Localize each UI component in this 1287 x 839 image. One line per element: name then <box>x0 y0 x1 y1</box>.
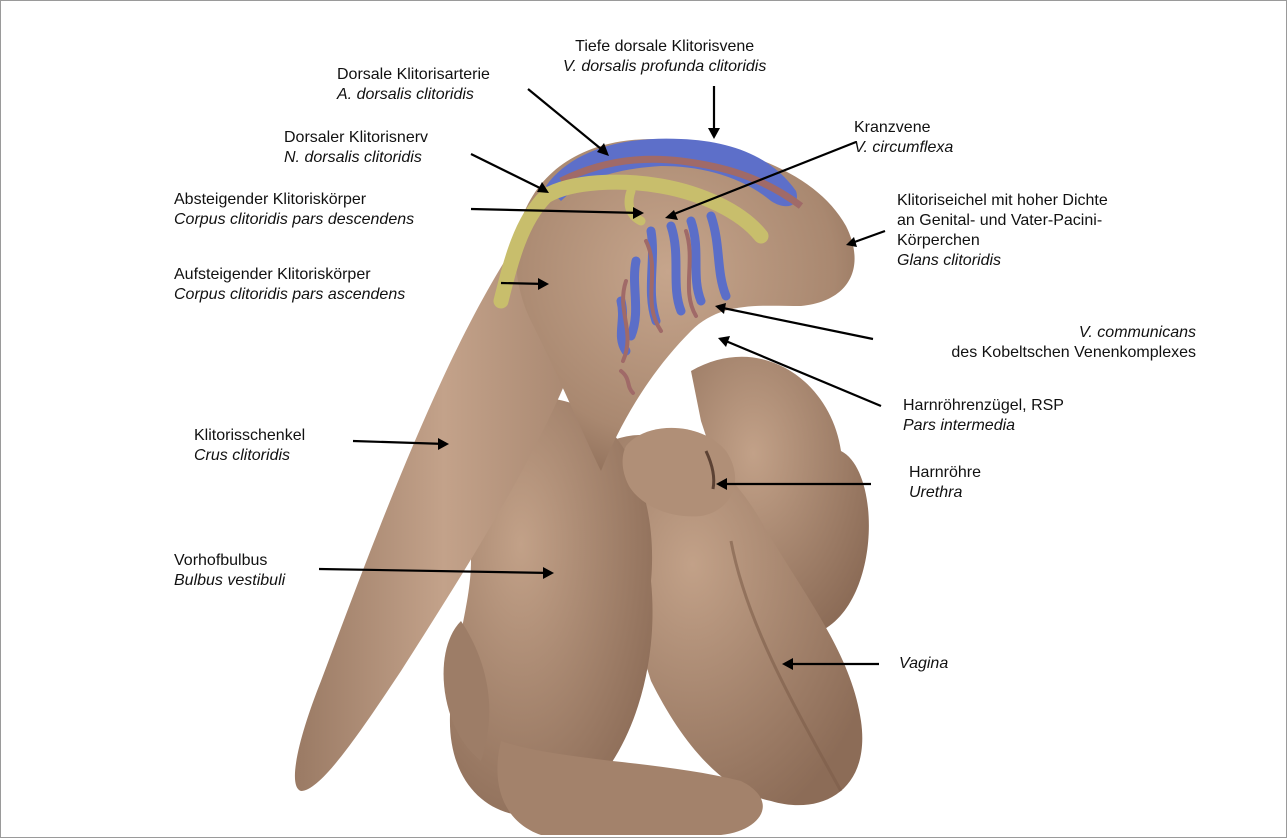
label-dorsal-artery-la: A. dorsalis clitoridis <box>337 85 490 105</box>
label-glans-la: Glans clitoridis <box>897 251 1108 271</box>
label-dorsal-nerve: Dorsaler Klitorisnerv N. dorsalis clitor… <box>284 128 428 168</box>
label-pars-intermedia-de: Harnröhrenzügel, RSP <box>903 396 1064 416</box>
label-dorsal-nerve-la: N. dorsalis clitoridis <box>284 148 428 168</box>
label-vagina: Vagina <box>899 654 948 674</box>
label-glans-de1: Klitoriseichel mit hoher Dichte <box>897 191 1108 211</box>
label-pars-ascendens: Aufsteigender Klitoriskörper Corpus clit… <box>174 265 405 305</box>
label-pars-intermedia-la: Pars intermedia <box>903 416 1064 436</box>
label-bulbus: Vorhofbulbus Bulbus vestibuli <box>174 551 285 591</box>
label-dorsal-artery-de: Dorsale Klitorisarterie <box>337 65 490 85</box>
label-communicans: V. communicans des Kobeltschen Venenkomp… <box>951 323 1196 363</box>
label-pars-descendens-la: Corpus clitoridis pars descendens <box>174 210 414 230</box>
label-crus-de: Klitorisschenkel <box>194 426 305 446</box>
label-vagina-la: Vagina <box>899 654 948 674</box>
label-dorsal-artery: Dorsale Klitorisarterie A. dorsalis clit… <box>337 65 490 105</box>
label-bulbus-la: Bulbus vestibuli <box>174 571 285 591</box>
label-pars-ascendens-de: Aufsteigender Klitoriskörper <box>174 265 405 285</box>
label-glans: Klitoriseichel mit hoher Dichte an Genit… <box>897 191 1108 271</box>
label-communicans-de: des Kobeltschen Venenkomplexes <box>951 343 1196 363</box>
label-pars-ascendens-la: Corpus clitoridis pars ascendens <box>174 285 405 305</box>
label-glans-de2: an Genital- und Vater-Pacini- <box>897 211 1108 231</box>
label-deep-dorsal-vein: Tiefe dorsale Klitorisvene V. dorsalis p… <box>563 37 766 77</box>
label-bulbus-de: Vorhofbulbus <box>174 551 285 571</box>
label-urethra-la: Urethra <box>909 483 981 503</box>
label-pars-descendens-de: Absteigender Klitoriskörper <box>174 190 414 210</box>
label-glans-de3: Körperchen <box>897 231 1108 251</box>
label-crus: Klitorisschenkel Crus clitoridis <box>194 426 305 466</box>
label-pars-intermedia: Harnröhrenzügel, RSP Pars intermedia <box>903 396 1064 436</box>
label-communicans-la: V. communicans <box>951 323 1196 343</box>
label-circumflex-vein-de: Kranzvene <box>854 118 953 138</box>
label-dorsal-nerve-de: Dorsaler Klitorisnerv <box>284 128 428 148</box>
label-circumflex-vein-la: V. circumflexa <box>854 138 953 158</box>
label-deep-dorsal-vein-la: V. dorsalis profunda clitoridis <box>563 57 766 77</box>
label-pars-descendens: Absteigender Klitoriskörper Corpus clito… <box>174 190 414 230</box>
label-crus-la: Crus clitoridis <box>194 446 305 466</box>
label-urethra: Harnröhre Urethra <box>909 463 981 503</box>
label-deep-dorsal-vein-de: Tiefe dorsale Klitorisvene <box>563 37 766 57</box>
label-circumflex-vein: Kranzvene V. circumflexa <box>854 118 953 158</box>
label-urethra-de: Harnröhre <box>909 463 981 483</box>
